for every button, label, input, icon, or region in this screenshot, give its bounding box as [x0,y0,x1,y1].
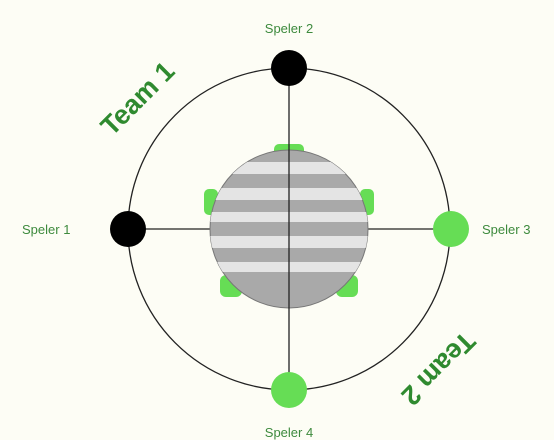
team-label-team-1: Team 1 [95,56,181,142]
player-label-speler-2: Speler 2 [265,21,313,36]
player-marker-speler-2[interactable] [271,50,307,86]
player-marker-speler-1[interactable] [110,211,146,247]
player-label-speler-4: Speler 4 [265,425,313,440]
player-label-speler-1: Speler 1 [22,222,70,237]
player-label-speler-3: Speler 3 [482,222,530,237]
player-marker-speler-3[interactable] [433,211,469,247]
player-marker-speler-4[interactable] [271,372,307,408]
team-label-team-2: Team 2 [396,326,482,412]
